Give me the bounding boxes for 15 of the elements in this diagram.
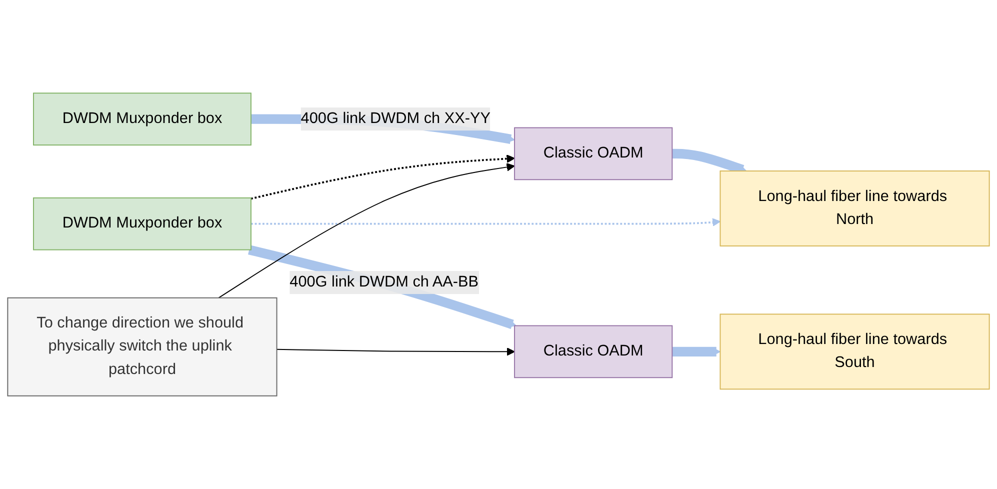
node-box: DWDM Muxponder box (33, 92, 252, 146)
arrow (276, 347, 515, 356)
arrow (250, 154, 515, 200)
edge-label: 400G link DWDM ch AA-BB (290, 274, 478, 290)
node-box: Classic OADM (514, 325, 673, 378)
arrow (671, 346, 721, 356)
node-box: Classic OADM (514, 127, 673, 180)
arrow (248, 245, 516, 330)
node-box: To change direction we should physically switch the uplink patchcord (7, 297, 278, 396)
node-box: Long-haul fiber line towards South (720, 314, 990, 390)
arrow (250, 218, 721, 226)
node-box: DWDM Muxponder box (33, 197, 252, 250)
node-box: Long-haul fiber line towards North (720, 170, 990, 246)
edge-label: 400G link DWDM ch XX-YY (300, 110, 491, 127)
arrow (218, 162, 515, 298)
